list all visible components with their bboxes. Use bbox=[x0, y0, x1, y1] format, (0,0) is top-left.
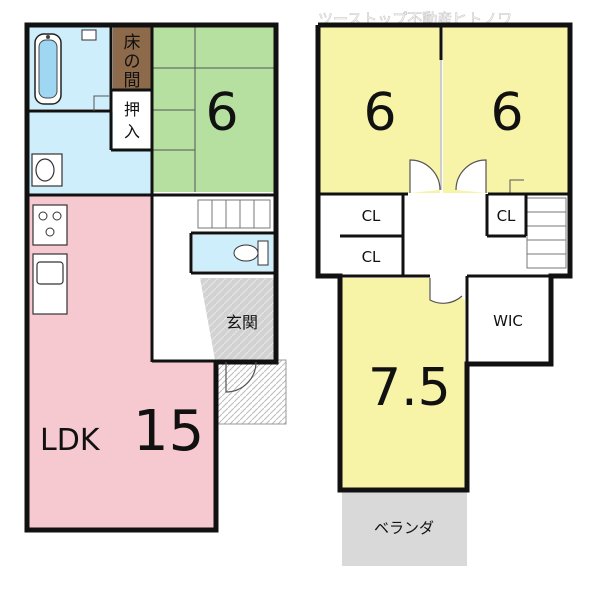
washitsu-size: 6 bbox=[205, 83, 238, 143]
veranda bbox=[342, 490, 467, 566]
closet-2 bbox=[341, 238, 401, 274]
closet-1 bbox=[341, 196, 401, 234]
room-right-size: 6 bbox=[490, 83, 523, 143]
door-left bbox=[409, 159, 441, 193]
wic-label: WIC bbox=[493, 312, 523, 330]
oshiire-char-1: 押 bbox=[124, 100, 140, 119]
closet-1-label: CL bbox=[362, 207, 381, 225]
bath-door bbox=[93, 95, 109, 111]
wic bbox=[468, 276, 550, 362]
room-bottom-size: 7.5 bbox=[368, 358, 451, 418]
door-right-closet bbox=[509, 179, 524, 193]
room-left-size: 6 bbox=[363, 83, 396, 143]
porch bbox=[213, 359, 287, 425]
tokonoma-char-1: 床 bbox=[124, 33, 141, 53]
door-right bbox=[455, 159, 487, 193]
door-bottom bbox=[429, 278, 463, 304]
veranda-label: ベランダ bbox=[374, 519, 434, 537]
tokonoma-char-3: 間 bbox=[124, 71, 141, 91]
bathtub-icon bbox=[34, 33, 62, 105]
room-right bbox=[443, 27, 568, 193]
ldk-label: LDK bbox=[40, 423, 101, 458]
tokonoma bbox=[113, 27, 151, 89]
stairs-2f bbox=[526, 197, 567, 269]
entrance-door bbox=[225, 361, 257, 393]
oshiire bbox=[113, 91, 151, 149]
ldk-size: 15 bbox=[133, 399, 204, 464]
ldk bbox=[29, 196, 153, 528]
stove-icon bbox=[32, 204, 68, 246]
floor-2: ツーストップ不動産ヒトノワ 6 6 CL CL CL 7.5 bbox=[315, 10, 573, 566]
closet-2-label: CL bbox=[362, 248, 381, 266]
washbasin-icon bbox=[31, 153, 63, 187]
inner-walls-2f bbox=[318, 25, 570, 364]
room-bottom bbox=[342, 278, 465, 488]
walls-2f bbox=[315, 22, 573, 493]
tokonoma-char-2: の bbox=[124, 52, 141, 72]
inner-walls-1f bbox=[27, 25, 276, 363]
closet-3 bbox=[488, 196, 524, 234]
tatami-lines bbox=[153, 27, 274, 192]
floor-1: 床 6 LDK 15 bbox=[24, 22, 287, 533]
genkan-label: 玄関 bbox=[226, 313, 258, 332]
sink-icon bbox=[32, 253, 68, 315]
closet-3-label: CL bbox=[497, 207, 516, 225]
toilet-icon bbox=[233, 240, 269, 266]
genkan bbox=[200, 278, 274, 360]
stairs-1f bbox=[197, 199, 271, 229]
oshiire-char-2: 入 bbox=[124, 122, 140, 141]
